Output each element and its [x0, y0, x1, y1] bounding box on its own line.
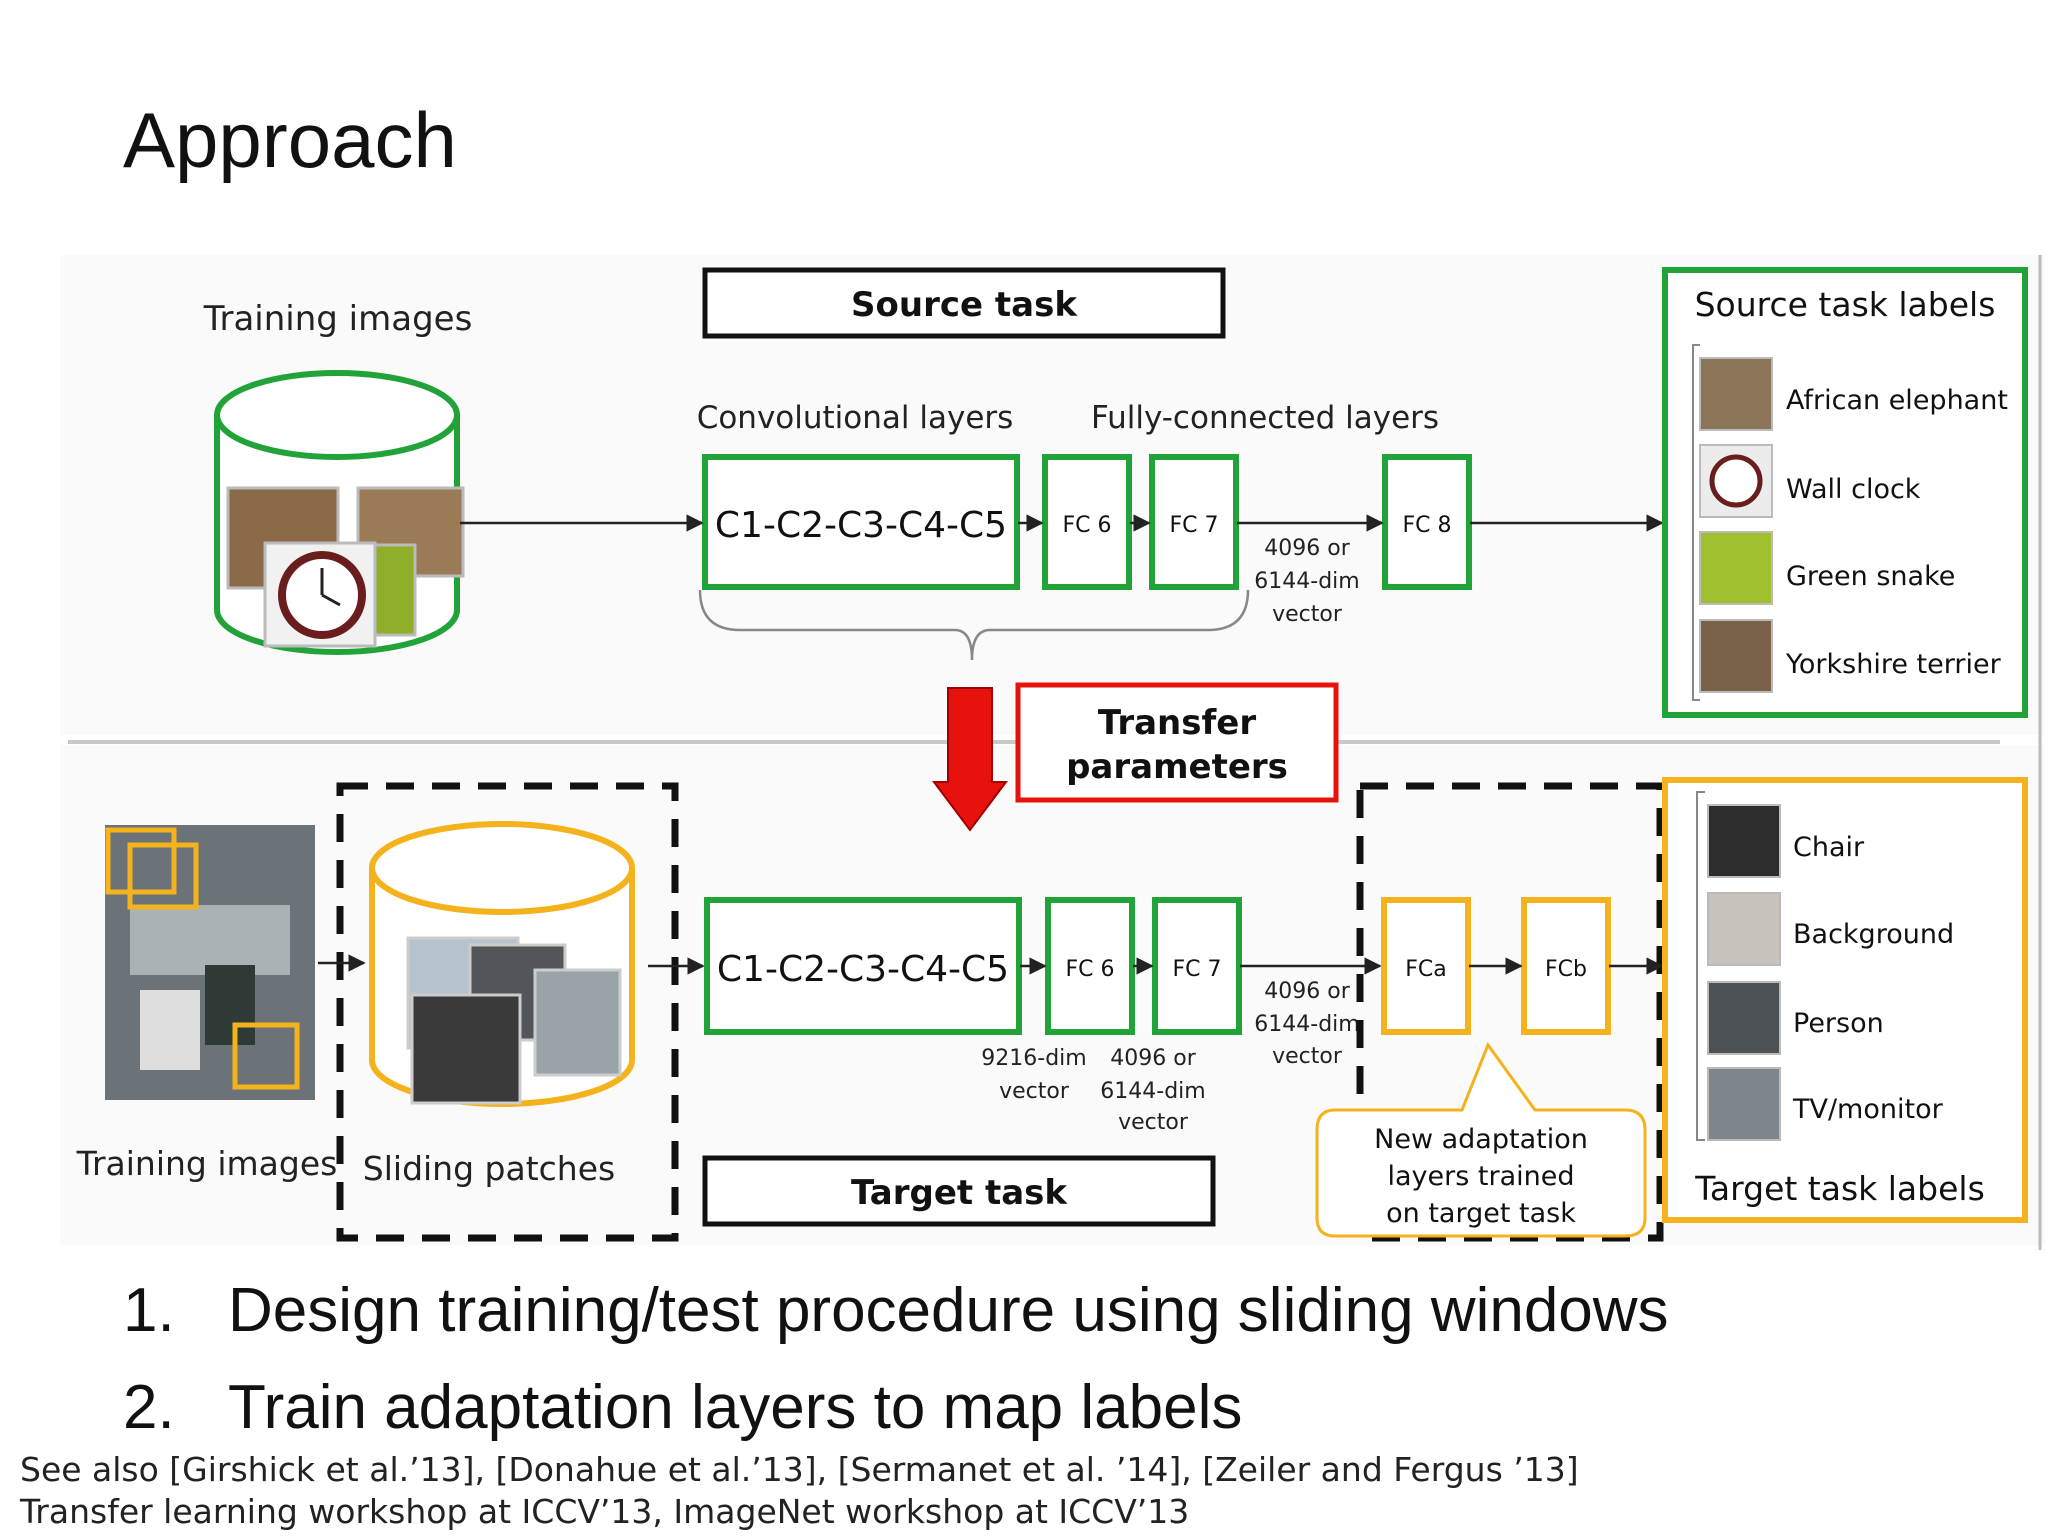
fca-box — [1381, 897, 1471, 1035]
source-label-2: Green snake — [1786, 561, 1955, 592]
bullet-item-2: 2. Train adaptation layers to map labels — [123, 1372, 1242, 1443]
target-training-photo — [105, 825, 315, 1100]
target-label-3: TV/monitor — [1792, 1094, 1944, 1125]
adaptation-callout — [1315, 1041, 1647, 1238]
slide-title: Approach — [123, 96, 457, 184]
transfer-label-line1: Transfer — [1098, 703, 1256, 743]
fc-layers-label: Fully-connected layers — [1091, 400, 1439, 436]
target-fc6-box — [1045, 897, 1135, 1035]
transfer-label-line2: parameters — [1066, 747, 1288, 787]
vector-adapt-line1: 4096 or — [1264, 979, 1350, 1004]
bullet-text: Train adaptation layers to map labels — [228, 1373, 1243, 1442]
source-task-header-box — [702, 267, 1226, 339]
conv-layers-label: Convolutional layers — [697, 400, 1014, 436]
source-labels-bracket — [1692, 344, 1700, 701]
vector-4096-line1: 4096 or — [1110, 1046, 1196, 1071]
transfer-brace — [698, 589, 1250, 661]
tv-monitor-label-thumb — [1707, 1067, 1781, 1141]
patch-box-2 — [127, 842, 199, 910]
footnote-workshops: Transfer learning workshop at ICCV’13, I… — [20, 1492, 1190, 1531]
patch-thumb-4 — [410, 993, 522, 1105]
bullet-number: 1. — [123, 1276, 175, 1345]
target-conv-block — [704, 897, 1022, 1035]
target-conv-block-label: C1-C2-C3-C4-C5 — [717, 949, 1009, 990]
sliding-patches-label: Sliding patches — [363, 1149, 615, 1188]
snake-label-thumb — [1699, 531, 1773, 605]
source-conv-block-label: C1-C2-C3-C4-C5 — [715, 505, 1007, 546]
fca-label: FCa — [1405, 957, 1447, 982]
transfer-box — [1015, 682, 1339, 803]
source-fc6-label: FC 6 — [1062, 513, 1111, 538]
vector-adapt-line3: vector — [1272, 1044, 1343, 1069]
footnote-references: See also [Girshick et al.’13], [Donahue … — [20, 1450, 1579, 1489]
target-labels-bracket — [1696, 791, 1705, 1141]
bullet-text: Design training/test procedure using sli… — [228, 1276, 1669, 1345]
source-vector-note-1: 4096 or — [1264, 536, 1350, 561]
source-fc8-label: FC 8 — [1402, 513, 1451, 538]
target-task-header: Target task — [851, 1173, 1068, 1213]
target-patches-cylinder — [369, 821, 635, 1107]
terrier-label-thumb — [1699, 619, 1773, 693]
source-label-3: Yorkshire terrier — [1785, 649, 2002, 680]
source-labels-title: Source task labels — [1695, 285, 1996, 324]
bullet-number: 2. — [123, 1373, 175, 1442]
source-label-0: African elephant — [1786, 385, 2008, 416]
transfer-arrow — [932, 687, 1008, 832]
source-vector-note-2: 6144-dim — [1254, 569, 1359, 594]
source-fc6-box — [1042, 454, 1132, 590]
vector-4096-line3: vector — [1118, 1110, 1189, 1135]
source-fc8-box — [1382, 454, 1472, 590]
target-fc6-label: FC 6 — [1065, 957, 1114, 982]
target-label-2: Person — [1793, 1008, 1884, 1039]
vector-9216-line2: vector — [999, 1079, 1070, 1104]
target-task-header-box — [702, 1155, 1216, 1227]
vector-adapt-line2: 6144-dim — [1254, 1012, 1359, 1037]
source-training-images-label: Training images — [203, 299, 473, 339]
patch-box-1 — [105, 827, 177, 895]
source-imagenet-cylinder — [214, 370, 465, 655]
chair-label-thumb — [1707, 804, 1781, 878]
source-fc7-label: FC 7 — [1169, 513, 1218, 538]
source-conv-block — [702, 454, 1020, 590]
target-label-1: Background — [1793, 919, 1954, 950]
callout-line3: on target task — [1386, 1198, 1576, 1229]
fcb-box — [1521, 897, 1611, 1035]
elephant-label-thumb — [1699, 357, 1773, 431]
person-label-thumb — [1707, 981, 1781, 1055]
source-label-1: Wall clock — [1786, 474, 1921, 505]
source-fc7-box — [1149, 454, 1239, 590]
target-fc7-label: FC 7 — [1172, 957, 1221, 982]
source-task-header: Source task — [851, 285, 1078, 325]
callout-line2: layers trained — [1388, 1161, 1575, 1192]
callout-line1: New adaptation — [1374, 1124, 1588, 1155]
target-labels-title: Target task labels — [1694, 1169, 1985, 1208]
fcb-label: FCb — [1545, 957, 1587, 982]
bullet-item-1: 1. Design training/test procedure using s… — [123, 1275, 1669, 1346]
approach-diagram: Training images Source task Convolutiona… — [68, 255, 2042, 1250]
wall-clock-icon — [1709, 454, 1763, 508]
source-vector-note-3: vector — [1272, 602, 1343, 627]
patch-thumb-3 — [533, 968, 622, 1077]
background-label-thumb — [1707, 892, 1781, 966]
patch-box-3 — [232, 1022, 300, 1090]
vector-9216-line1: 9216-dim — [981, 1046, 1086, 1071]
target-label-0: Chair — [1793, 832, 1865, 863]
adaptation-dashed-box — [1356, 782, 1664, 1242]
target-fc7-box — [1152, 897, 1242, 1035]
target-training-images-label: Training images — [76, 1144, 338, 1183]
vector-4096-line2: 6144-dim — [1100, 1079, 1205, 1104]
sliding-patches-dashed-box — [336, 782, 679, 1242]
